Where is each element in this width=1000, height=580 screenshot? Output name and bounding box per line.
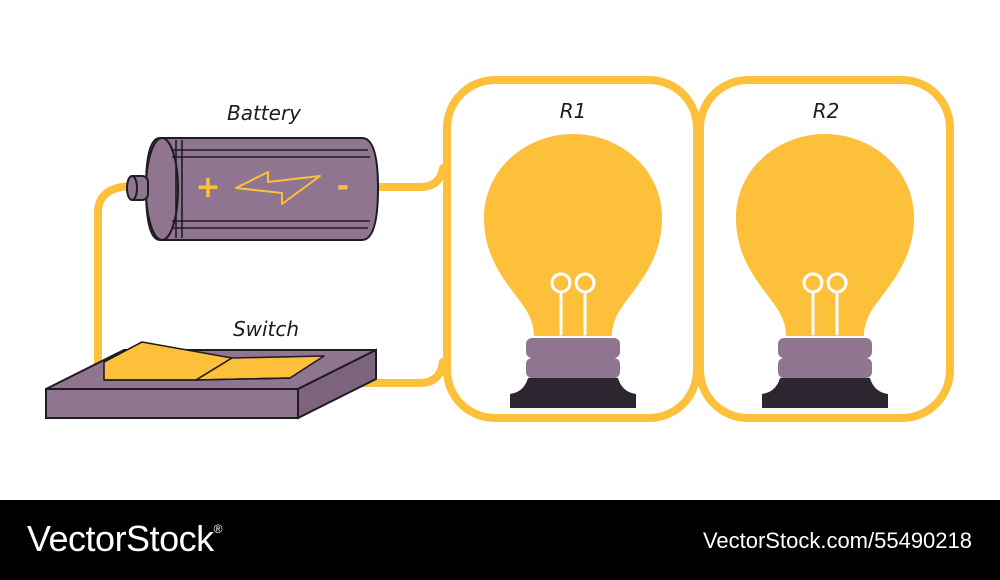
bulb-r2-filament: [802, 272, 848, 336]
watermark-brand-name: VectorStock: [27, 518, 214, 559]
switch-base-front: [45, 388, 299, 419]
switch-label: Switch: [233, 317, 299, 341]
watermark-registered-mark: ®: [213, 522, 223, 536]
battery: Battery + -: [126, 101, 380, 241]
watermark-image-id: VectorStock.com/55490218: [702, 528, 972, 553]
wire-switch-to-bulbs: [342, 358, 447, 387]
battery-terminal-tip: [126, 175, 138, 201]
bulb-r2-glass: [736, 134, 914, 336]
battery-positive-symbol: +: [195, 170, 220, 205]
circuit-diagram: Battery + - Switch: [45, 76, 954, 422]
toggle-switch-icon: [103, 341, 325, 381]
battery-ribs: [172, 140, 370, 238]
bulb-r2-base-cap: [762, 378, 888, 408]
watermark-footer: VectorStock® VectorStock.com/55490218: [0, 500, 1000, 580]
bulb-r2-label: R2: [813, 99, 840, 123]
battery-negative-symbol: -: [337, 169, 349, 204]
switch-base-side: [297, 348, 377, 420]
bulb-r2-base-ring-1: [778, 338, 872, 358]
light-bulb-icon: [484, 134, 662, 408]
bulb-r2-base-ring-2: [778, 358, 872, 378]
bulb-r1-glass: [484, 134, 662, 336]
battery-cap: [145, 137, 179, 241]
bulb-r2-enclosure: [696, 76, 954, 422]
switch: Switch: [45, 317, 377, 420]
wire-battery-to-bulbs: [368, 164, 447, 191]
bulb-r1-filament: [550, 272, 596, 336]
lightning-bolt-icon: [235, 171, 321, 205]
circuit-wires: [94, 76, 954, 422]
battery-label: Battery: [227, 101, 302, 125]
watermark-brand: VectorStock®: [27, 518, 222, 560]
bulb-r1-base-ring-1: [526, 338, 620, 358]
bulb-r1-label: R1: [560, 99, 587, 123]
light-bulb-icon: [736, 134, 914, 408]
bulb-r1: R1: [484, 99, 662, 408]
bulb-r1-base-cap: [510, 378, 636, 408]
bulb-r2: R2: [736, 99, 914, 408]
bulb-r1-base-ring-2: [526, 358, 620, 378]
